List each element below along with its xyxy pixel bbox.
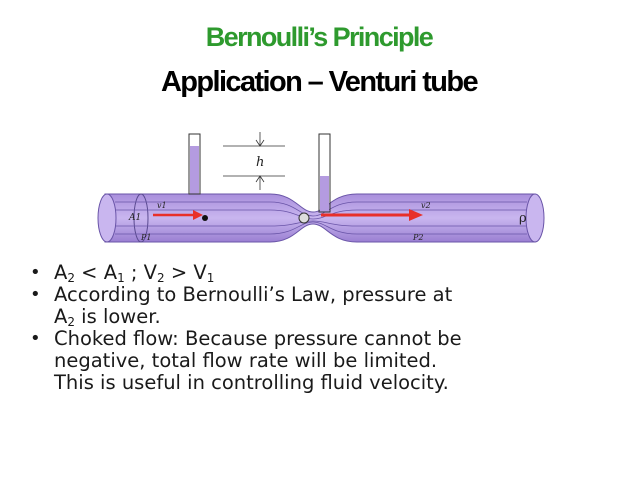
label-h: h xyxy=(256,155,264,170)
bullet-list: • A2 < A1 ; V2 > V1 • According to Berno… xyxy=(30,262,630,394)
height-marker xyxy=(223,132,285,190)
label-p2: P2 xyxy=(412,233,423,242)
label-rho: ρ xyxy=(519,211,527,226)
bullet-area-velocity: • A2 < A1 ; V2 > V1 xyxy=(30,261,215,285)
label-p1: P1 xyxy=(140,233,151,242)
label-v1: v1 xyxy=(157,201,167,210)
velocity-arrow-1 xyxy=(153,210,203,220)
bullet-marker: • xyxy=(30,284,41,305)
slide-subtitle: Application – Venturi tube xyxy=(160,66,479,98)
bullet-marker: • xyxy=(30,328,41,349)
column-1-tube xyxy=(188,133,201,195)
tube-right-end xyxy=(525,193,545,243)
bullet-bernoulli-law: • According to Bernoulli’s Law, pressure… xyxy=(30,283,453,329)
a1-cross-section xyxy=(133,193,149,243)
slide-title: Bernoulli’s Principle xyxy=(205,22,434,52)
label-a1: A1 xyxy=(128,213,141,223)
label-v2: v2 xyxy=(421,201,431,210)
column-2-fluid xyxy=(320,176,329,212)
velocity-arrow-2 xyxy=(321,209,423,221)
bullet-choked-flow: • Choked flow: Because pressure cannot b… xyxy=(30,327,462,394)
point-1-marker xyxy=(202,215,208,221)
column-2-tube xyxy=(318,133,331,213)
bullet-marker: • xyxy=(30,262,41,283)
streamlines xyxy=(115,201,527,235)
venturi-tube-diagram: h A1 v1 P1 v2 P2 ρ xyxy=(97,132,545,243)
column-1-fluid xyxy=(190,146,199,194)
tube-left-end xyxy=(97,193,117,243)
point-2-marker xyxy=(298,212,310,224)
